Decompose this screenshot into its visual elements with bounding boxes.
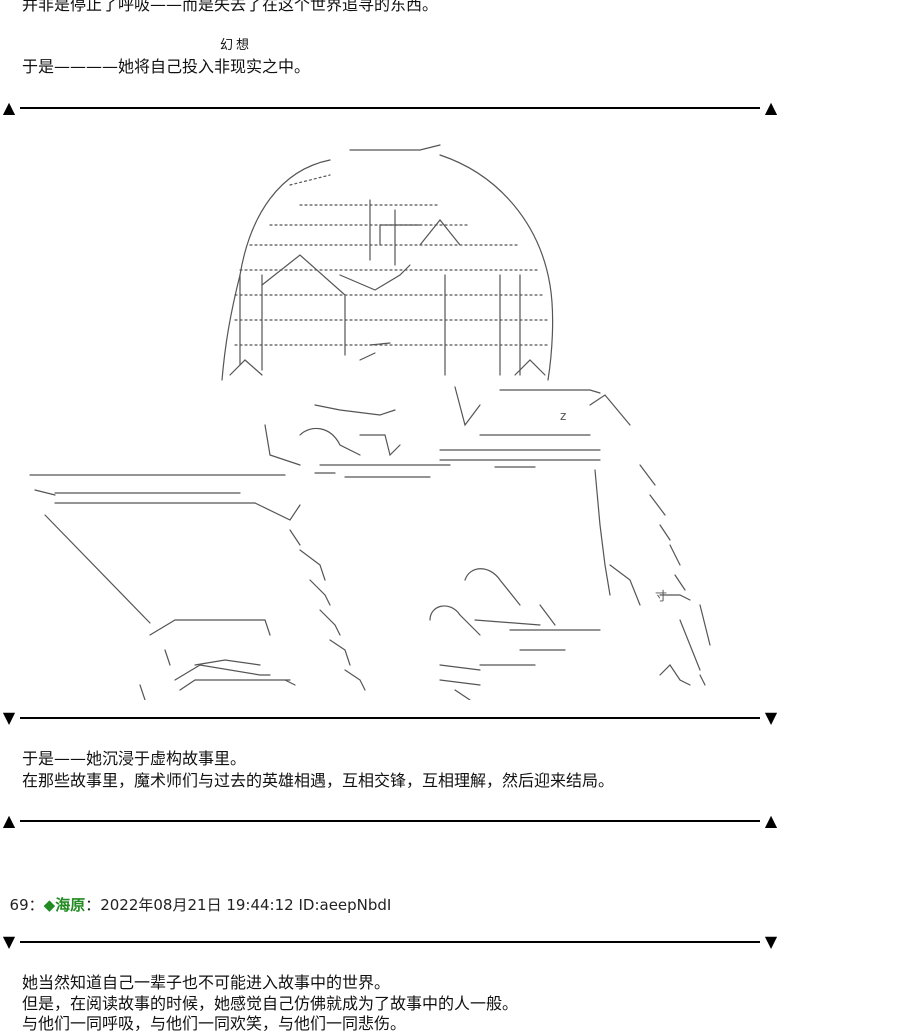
- divider-bar: [20, 107, 760, 109]
- ending-line-2: 但是，在阅读故事的时候，她感觉自己仿佛就成为了故事中的人一般。: [22, 994, 519, 1013]
- divider-down-1: ▼ ▼: [0, 709, 780, 727]
- divider-bar: [20, 941, 760, 943]
- middle-line-1: 于是——她沉浸于虚构故事里。: [22, 749, 247, 768]
- middle-line-2: 在那些故事里，魔术师们与过去的英雄相遇，互相交锋，互相理解，然后迎来结局。: [22, 771, 615, 790]
- triangle-up-icon: ▲: [764, 98, 778, 117]
- post-number[interactable]: 69: [9, 896, 29, 914]
- divider-down-2: ▼ ▼: [0, 933, 780, 951]
- triangle-up-icon: ▲: [764, 811, 778, 830]
- triangle-down-icon: ▼: [2, 708, 16, 727]
- triangle-down-icon: ▼: [2, 932, 16, 951]
- poster-name: ◆海原: [43, 896, 86, 914]
- divider-bar: [20, 717, 760, 719]
- svg-text:寸: 寸: [655, 589, 667, 603]
- post-header: 69：◆海原：2022年08月21日 19:44:12 ID:aeepNbdI: [0, 872, 392, 916]
- svg-text:z: z: [560, 409, 566, 423]
- ascii-art-illustration: z 寸: [29, 144, 711, 700]
- divider-up-2: ▲ ▲: [0, 812, 780, 830]
- intro-line-2: 于是————她将自己投入非现实之中。: [22, 57, 311, 76]
- ruby-annotation: 幻想: [220, 38, 253, 53]
- triangle-down-icon: ▼: [764, 708, 778, 727]
- post-datetime: 2022年08月21日 19:44:12 ID:aeepNbdI: [100, 896, 392, 914]
- divider-up-1: ▲ ▲: [0, 99, 780, 117]
- triangle-down-icon: ▼: [764, 932, 778, 951]
- triangle-up-icon: ▲: [2, 98, 16, 117]
- post-colon: ：: [85, 896, 101, 914]
- divider-bar: [20, 820, 760, 822]
- ending-line-3: 与他们一同呼吸，与他们一同欢笑，与他们一同悲伤。: [22, 1014, 407, 1033]
- triangle-up-icon: ▲: [2, 811, 16, 830]
- ending-line-1: 她当然知道自己一辈子也不可能进入故事中的世界。: [22, 973, 391, 992]
- intro-line-1: 并非是停止了呼吸——而是失去了在这个世界追寻的东西。: [22, 0, 439, 14]
- post-separator: ：: [28, 896, 44, 914]
